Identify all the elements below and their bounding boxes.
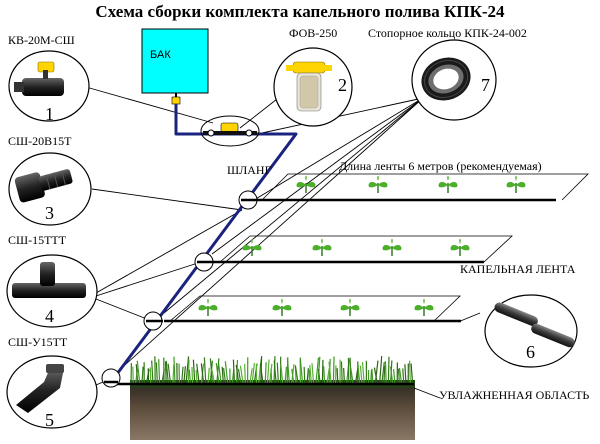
drip-tape-label: КАПЕЛЬНАЯ ЛЕНТА — [460, 262, 576, 276]
filter-label: ФОВ-250 — [289, 26, 337, 40]
component-2-number: 2 — [338, 75, 347, 95]
water-tank: БАК — [141, 28, 209, 94]
filter-on-hose — [200, 115, 260, 147]
component-3-label: СШ-20В15Т — [8, 134, 72, 148]
fitting-row-4 — [101, 368, 121, 388]
component-6-number: 6 — [526, 342, 535, 362]
component-3-number: 3 — [45, 203, 54, 223]
component-7-bubble: 7 — [411, 39, 497, 121]
component-4-bubble: 4 — [6, 254, 98, 328]
component-1-label: КВ-20М-СШ — [8, 33, 75, 47]
component-5-number: 5 — [45, 410, 54, 430]
soil-block — [130, 356, 415, 440]
moist-area-label: УВЛАЖНЕННАЯ ОБЛАСТЬ — [439, 388, 589, 402]
drip-tapes — [117, 198, 556, 386]
ball-valve-body-icon — [22, 78, 64, 96]
adapter-fitting-icon — [14, 169, 73, 203]
beds — [169, 173, 589, 322]
tank-label: БАК — [150, 49, 171, 61]
main-hose — [112, 104, 298, 379]
component-4-number: 4 — [45, 306, 54, 326]
grass-strip — [130, 356, 414, 385]
tank-valve — [171, 93, 181, 105]
component-6-bubble: 6 — [484, 294, 578, 368]
component-5-bubble: 5 — [6, 355, 98, 430]
drip-tape-icon — [494, 302, 575, 348]
filter-cap-icon — [292, 61, 326, 74]
component-3-bubble: 3 — [8, 152, 92, 226]
hose-label: ШЛАНГ — [227, 163, 272, 177]
diagram-title: Схема сборки комплекта капельного полива… — [95, 2, 505, 21]
component-7-number: 7 — [481, 75, 490, 95]
tape-length-note: Длина ленты 6 метров (рекомендуемая) — [339, 159, 542, 173]
tee-fitting-icon — [12, 262, 86, 298]
stop-ring-label: Стопорное кольцо КПК-24-002 — [368, 26, 527, 40]
component-4-label: СШ-15ТТТ — [8, 233, 67, 247]
elbow-fitting-icon — [16, 364, 64, 413]
component-2-bubble: 2 — [273, 47, 353, 127]
component-5-label: СШ-У15ТТ — [8, 335, 68, 349]
fitting-connectors — [104, 198, 258, 384]
leader-lines — [85, 86, 481, 399]
component-1-bubble: 1 — [8, 50, 90, 124]
stop-ring-icon — [421, 57, 471, 101]
component-1-number: 1 — [45, 104, 54, 124]
